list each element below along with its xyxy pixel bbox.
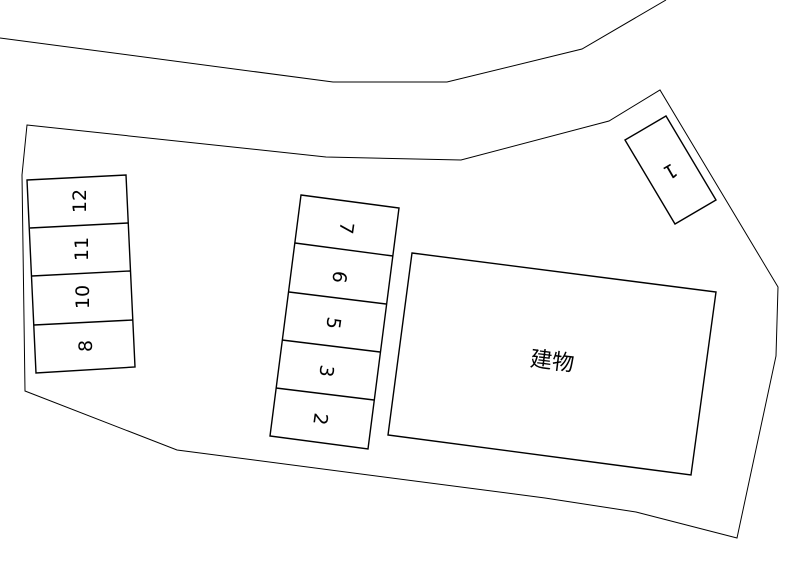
parking-stall-10[interactable]: 10	[72, 285, 94, 309]
stall-number: 7	[334, 220, 357, 235]
parking-stall-6[interactable]: 6	[327, 269, 350, 284]
parking-stall-1-outline	[624, 115, 717, 225]
stall-number: 10	[72, 285, 94, 309]
stall-divider	[31, 270, 131, 277]
parking-stall-5[interactable]: 5	[321, 315, 344, 330]
parking-stall-2[interactable]: 2	[308, 411, 331, 426]
parking-stall-7[interactable]: 7	[334, 220, 357, 235]
stall-number: 5	[321, 315, 344, 330]
building[interactable]: 建物	[387, 252, 717, 476]
building-outline	[387, 252, 717, 476]
parking-stall-8[interactable]: 8	[75, 340, 97, 352]
stall-divider	[29, 222, 129, 229]
road-edge	[0, 0, 667, 83]
parking-group-left-outline	[26, 174, 136, 374]
stall-divider	[288, 291, 387, 305]
stall-divider	[33, 319, 134, 326]
parking-group-left: 12 11 10 8	[26, 174, 136, 374]
parking-stall-11[interactable]: 11	[71, 237, 93, 261]
site-boundary	[21, 89, 779, 539]
stall-number: 2	[308, 411, 331, 426]
parking-stall-12[interactable]: 12	[69, 189, 91, 213]
parking-stall-1[interactable]: 1	[624, 115, 717, 225]
stall-number: 6	[327, 269, 350, 284]
stall-number: 11	[71, 237, 93, 261]
parking-group-center: 7 6 5 3 2	[269, 194, 400, 450]
stall-number: 8	[75, 340, 97, 352]
stall-divider	[294, 242, 394, 257]
stall-divider	[281, 339, 381, 353]
stall-number: 1	[659, 158, 680, 183]
stall-divider	[275, 387, 375, 401]
stall-number: 12	[69, 189, 91, 213]
parking-group-center-outline	[269, 194, 400, 450]
stall-number: 3	[314, 363, 337, 378]
parking-stall-3[interactable]: 3	[314, 363, 337, 378]
building-label: 建物	[529, 347, 576, 377]
